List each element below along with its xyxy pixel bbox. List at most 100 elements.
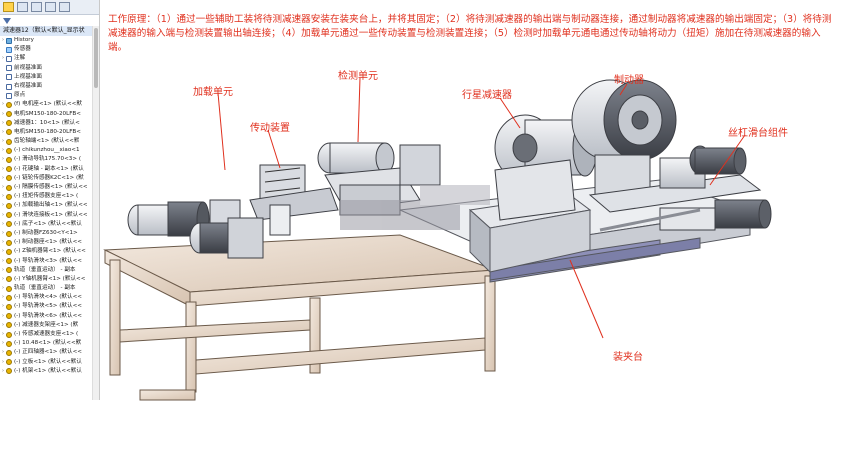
dimxpert-tab-icon[interactable] [45,2,56,12]
expand-arrow-icon[interactable]: › [2,285,4,292]
property-manager-tab-icon[interactable] [17,2,28,12]
tree-item[interactable]: ›(-) 滑块连接板<1> (默认<< [0,211,99,220]
expand-arrow-icon[interactable]: › [2,248,4,255]
tree-item-label: (-) 机架<1> (默认<<默认 [14,367,82,374]
part-icon [6,101,12,108]
expand-arrow-icon[interactable]: › [2,367,4,374]
expand-arrow-icon[interactable]: › [2,239,4,246]
expand-arrow-icon[interactable]: › [2,147,4,154]
tree-item[interactable]: 右视基准面 [0,82,99,91]
expand-arrow-icon[interactable]: › [2,119,4,126]
expand-arrow-icon[interactable]: › [2,165,4,172]
part-icon [6,331,12,338]
tree-item[interactable]: › (-) 加载输出轴<1> (默认<< [0,201,99,210]
tree-item[interactable]: ›(f) 电机座<1> (默认<<默 [0,100,99,109]
expand-arrow-icon[interactable]: › [2,340,4,347]
display-manager-tab-icon[interactable] [59,2,70,12]
tree-item[interactable]: ›(-) 导轨滑块<5> (默认<< [0,302,99,311]
tree-item[interactable]: › (-) 隔膜传感器<1> (默认<< [0,183,99,192]
tree-item[interactable]: ›(-) 导轨滑块<6> (默认<< [0,312,99,321]
expand-arrow-icon[interactable]: › [2,257,4,264]
callout-loading-unit: 加载单元 [193,87,233,98]
tree-item[interactable]: ›(-) 花键轴 - 副本<1> (默认 [0,165,99,174]
part-icon [6,313,12,320]
tree-item[interactable]: ›(-) 扭矩传感器支座<1> ( [0,192,99,201]
tree-item[interactable]: 传感器 [0,45,99,54]
tree-item[interactable]: 前视基准面 [0,64,99,73]
tree-item-label: 减速器1：10<1> (默认< [14,119,80,126]
tree-item[interactable]: ›(-) 正四轴器<1> (默认<< [0,348,99,357]
tree-item[interactable]: ›(-) 制动器FZ630<Y<1> [0,229,99,238]
tree-item-label: (-) chikunzhou__xiao<1 [14,147,80,154]
part-icon [6,276,12,283]
tree-item-label: (-) 10.48<1> (默认<<默 [14,340,82,347]
tree-item[interactable]: ›(-) 滑动导轨175.70<3> ( [0,155,99,164]
tree-item[interactable]: › (-) 机架<1> (默认<<默认 [0,367,99,376]
expand-arrow-icon[interactable]: › [2,312,4,319]
expand-arrow-icon[interactable]: › [2,229,4,236]
tree-item[interactable]: › (-) chikunzhou__xiao<1 [0,146,99,155]
expand-arrow-icon[interactable]: › [2,331,4,337]
tree-item[interactable]: ›(-) 导轨滑块<3> (默认<< [0,257,99,266]
tree-item[interactable]: ›轨道（垂直运动） - 副本 [0,266,99,275]
tree-item[interactable]: ›(-) 传感减速器支座<1> ( [0,330,99,339]
expand-arrow-icon[interactable]: › [2,220,4,227]
assembly-model-view[interactable] [100,60,850,452]
tree-root-assembly[interactable]: 減速器12（默认<默认_显示状 [0,26,99,36]
tree-item[interactable]: ›轨道（垂直运动） - 副本 [0,284,99,293]
tree-item-label: (-) 隔膜传感器<1> (默认<< [14,184,88,190]
tree-item-label: (-) 链轮传感器K2C<1> (默 [14,174,84,181]
expand-arrow-icon[interactable]: › [2,128,4,135]
tree-item[interactable]: ›电机SM150-180-20LFB< [0,110,99,119]
doc-icon [6,65,12,72]
tree-item[interactable]: 上视基准面 [0,73,99,82]
tree-item[interactable]: › (-) 10.48<1> (默认<<默 [0,339,99,348]
tree-item[interactable]: ›电机SM150-180-20LFB< [0,128,99,137]
tree-item[interactable]: ›(-) Z轴机器臂<1> (默认<< [0,247,99,256]
tree-scroll-thumb[interactable] [94,28,98,88]
expand-arrow-icon[interactable]: › [2,275,4,282]
expand-arrow-icon[interactable]: › [2,156,4,163]
expand-arrow-icon[interactable]: › [2,37,4,43]
expand-arrow-icon[interactable]: › [2,110,4,117]
part-icon [6,129,12,136]
tree-item-label: 齿轮轴端<1> (默认<<默 [14,138,80,145]
tree-item[interactable]: ›(-) 制动器座<1> (默认<< [0,238,99,247]
tree-item[interactable]: › 齿轮轴端<1> (默认<<默 [0,137,99,146]
callout-leaders [217,77,746,339]
tree-item[interactable]: ›History [0,36,99,45]
expand-arrow-icon[interactable]: › [2,294,4,301]
tree-item[interactable]: ›(-) 立板<1> (默认<<默认 [0,358,99,367]
expand-arrow-icon[interactable]: › [2,211,4,218]
tree-item[interactable]: ›注解 [0,54,99,63]
tree-scrollbar[interactable] [92,26,99,400]
expand-arrow-icon[interactable]: › [2,101,4,108]
expand-arrow-icon[interactable]: › [2,321,4,328]
expand-arrow-icon[interactable]: › [2,266,4,273]
part-icon [6,340,12,347]
expand-arrow-icon[interactable]: › [2,184,4,190]
doc-icon [6,92,12,99]
tree-item[interactable]: ›(-) 减速器支架座<1> (默 [0,321,99,330]
expand-arrow-icon[interactable]: › [2,358,4,365]
part-icon [6,212,12,219]
tree-item-label: (-) 加载输出轴<1> (默认<< [14,202,88,209]
tree-item-label: (-) 底子<1> (默认<<默认 [14,220,82,227]
filter-icon[interactable] [3,17,11,24]
tree-item[interactable]: 原点 [0,91,99,100]
expand-arrow-icon[interactable]: › [2,55,4,62]
expand-arrow-icon[interactable]: › [2,174,4,181]
tree-item[interactable]: › (-) 底子<1> (默认<<默认 [0,220,99,229]
tree-item[interactable]: ›(-) 导轨滑块<4> (默认<< [0,293,99,302]
expand-arrow-icon[interactable]: › [2,193,4,200]
tree-item-label: 原点 [14,92,26,99]
expand-arrow-icon[interactable]: › [2,303,4,310]
configuration-manager-tab-icon[interactable] [31,2,42,12]
expand-arrow-icon[interactable]: › [2,138,4,145]
feature-manager-tab-icon[interactable] [3,2,14,12]
expand-arrow-icon[interactable]: › [2,202,4,209]
tree-item[interactable]: ›(-) Y轴机器臂<1> (默认<< [0,275,99,284]
tree-item[interactable]: › 减速器1：10<1> (默认< [0,119,99,128]
expand-arrow-icon[interactable]: › [2,349,4,356]
tree-item[interactable]: › (-) 链轮传感器K2C<1> (默 [0,174,99,183]
